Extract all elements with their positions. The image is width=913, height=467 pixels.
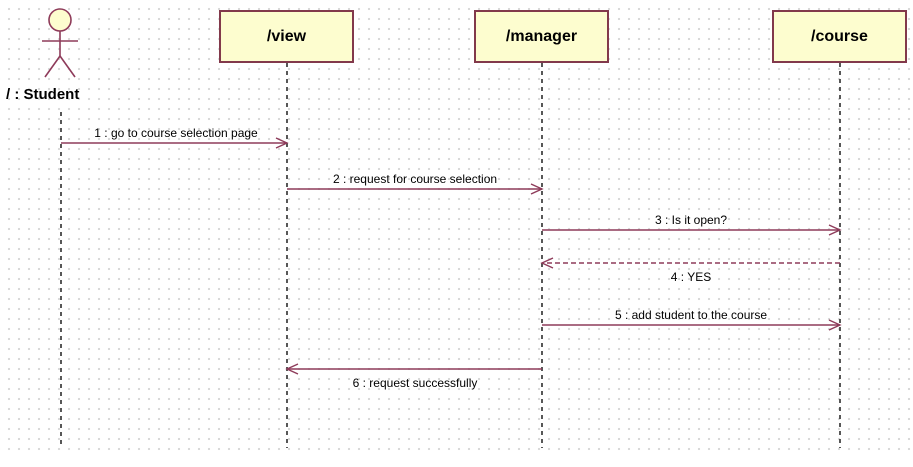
message-label-2[interactable]: 2 : request for course selection [332, 172, 498, 186]
message-label-6[interactable]: 6 : request successfully [352, 376, 478, 390]
actor-leg-left [44, 55, 61, 78]
arrowhead-right-icon [275, 137, 289, 149]
message-arrow-3[interactable] [542, 224, 842, 236]
actor-icon[interactable] [42, 8, 78, 78]
message-label-5[interactable]: 5 : add student to the course [614, 308, 768, 322]
message-label-1[interactable]: 1 : go to course selection page [94, 126, 258, 140]
message-arrow-5[interactable] [542, 319, 842, 331]
actor-head [48, 8, 72, 32]
lifeline-box-manager[interactable]: /manager [474, 10, 609, 63]
message-label-3[interactable]: 3 : Is it open? [654, 213, 728, 227]
arrowhead-left-icon [540, 257, 554, 269]
lifeline-box-course-label: /course [811, 27, 868, 45]
actor-leg-right [59, 55, 76, 78]
message-label-4[interactable]: 4 : YES [670, 270, 712, 284]
arrowhead-right-icon [828, 224, 842, 236]
message-arrow-1[interactable] [61, 137, 289, 149]
dot-grid-background [0, 0, 913, 453]
lifeline-box-view[interactable]: /view [219, 10, 354, 63]
lifeline-box-manager-label: /manager [505, 27, 578, 45]
message-arrow-4[interactable] [540, 257, 840, 269]
message-arrow-6[interactable] [285, 363, 542, 375]
arrowhead-left-icon [285, 363, 299, 375]
arrowhead-right-icon [828, 319, 842, 331]
actor-label[interactable]: / : Student [6, 86, 80, 103]
lifeline-box-course[interactable]: /course [772, 10, 907, 63]
lifeline-box-view-label: /view [266, 27, 307, 45]
message-arrow-2[interactable] [287, 183, 544, 195]
arrowhead-right-icon [530, 183, 544, 195]
